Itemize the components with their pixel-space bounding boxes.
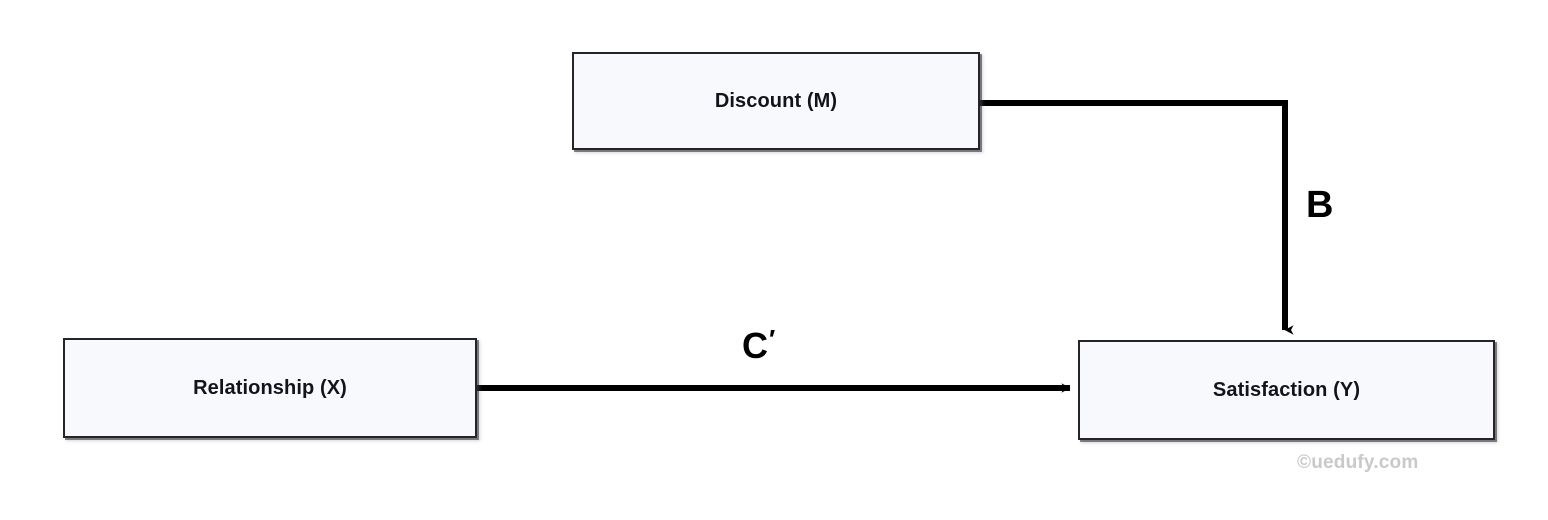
edge-cprime-label-prime: ′ xyxy=(769,324,776,354)
node-satisfaction-label: Satisfaction (Y) xyxy=(1212,378,1361,401)
node-satisfaction[interactable]: Satisfaction (Y) xyxy=(1078,340,1495,440)
node-discount[interactable]: Discount (M) xyxy=(572,52,980,150)
edge-cprime-label: C′ xyxy=(742,326,775,364)
edge-b-label: B xyxy=(1306,184,1334,226)
node-relationship-label: Relationship (X) xyxy=(193,376,347,399)
watermark: ©uedufy.com xyxy=(1297,452,1419,473)
edge-cprime-label-letter: C xyxy=(742,325,768,366)
node-discount-label: Discount (M) xyxy=(714,89,838,112)
node-relationship[interactable]: Relationship (X) xyxy=(63,338,477,438)
edge-b-line xyxy=(980,100,1294,335)
